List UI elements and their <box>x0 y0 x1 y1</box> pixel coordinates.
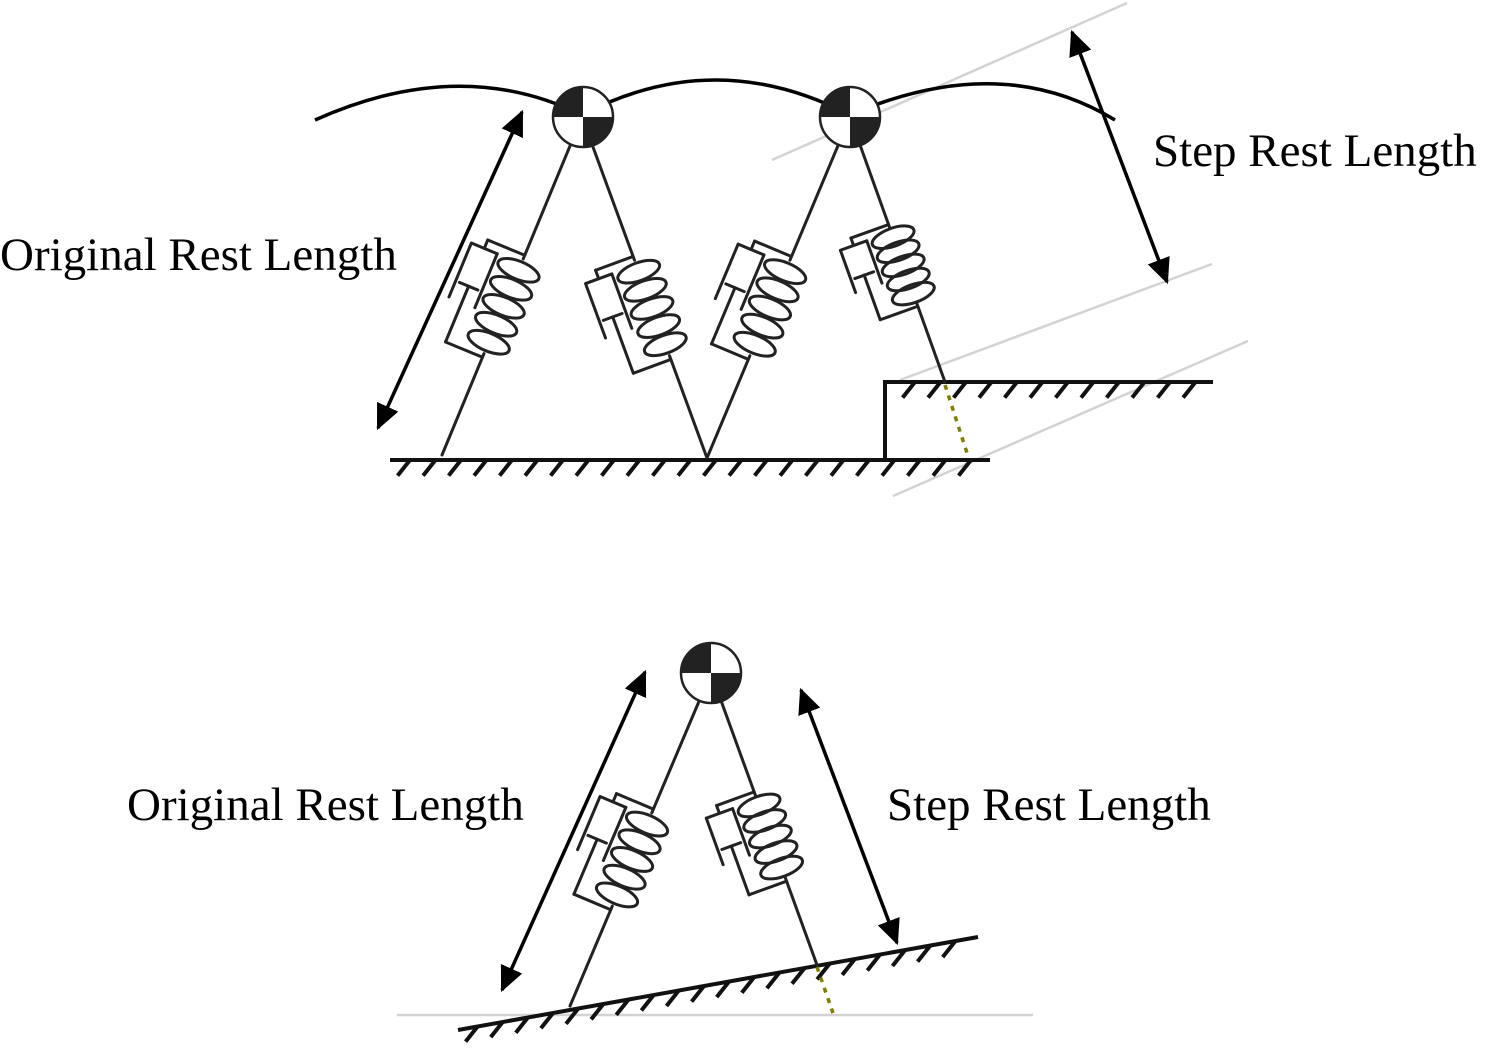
top-step-rest-length-label: Step Rest Length <box>1153 125 1477 177</box>
ground-hatch <box>855 458 871 477</box>
ground-hatch <box>880 458 897 477</box>
ground-hatch <box>447 458 463 477</box>
top-diagram: Original Rest Length Step Rest Length <box>0 1 1477 498</box>
ground-hatch <box>574 458 591 477</box>
spring-damper-leg <box>440 115 584 457</box>
ground-hatch <box>1028 380 1045 399</box>
ground-hatch <box>539 1011 555 1030</box>
ground-hatch <box>421 458 438 477</box>
ground-hatch <box>564 1006 581 1026</box>
ground-hatch <box>523 458 540 477</box>
ground-hatch <box>840 958 857 977</box>
center-of-mass-marker <box>551 85 615 149</box>
ground-hatch <box>906 458 922 477</box>
ground-slope <box>457 935 979 1043</box>
ground-hatch <box>498 458 514 477</box>
ground-hatch <box>690 984 706 1003</box>
ground-hatch <box>1105 380 1121 399</box>
ground-hatch <box>1181 380 1198 399</box>
ground-hatch <box>396 458 412 477</box>
ground-step <box>883 380 1213 460</box>
com-trajectory <box>314 78 1116 122</box>
top-legs <box>440 115 947 460</box>
spring-damper-leg <box>838 115 947 384</box>
ground-hatch <box>1130 380 1147 399</box>
ground-hatch <box>753 458 769 477</box>
original-rest-length-arrow <box>376 109 524 431</box>
ground-hatch <box>1079 380 1096 399</box>
ground-hatch <box>702 458 718 477</box>
ground-hatch <box>639 993 656 1012</box>
spring-damper-leg <box>704 671 819 967</box>
ground-hatch <box>464 1024 480 1043</box>
ground-flat <box>390 458 990 477</box>
step-rest-length-arrow <box>798 687 900 946</box>
spring-damper-leg <box>568 671 713 1008</box>
ground-hatch <box>740 975 756 994</box>
ground-hatch <box>890 949 907 968</box>
slope-projection-line <box>815 966 835 1014</box>
center-of-mass-marker <box>679 641 743 705</box>
ground-hatch <box>778 458 795 477</box>
ground-hatch <box>1003 380 1019 399</box>
bottom-legs <box>568 671 819 1008</box>
ground-hatch <box>790 966 806 986</box>
ground-hatch <box>1156 380 1172 399</box>
ground-hatch <box>1054 380 1070 399</box>
top-original-rest-length-label: Original Rest Length <box>0 229 397 281</box>
ground-hatch <box>901 380 917 399</box>
bottom-diagram: Original Rest Length Step Rest Length <box>127 641 1211 1043</box>
bottom-original-rest-length-label: Original Rest Length <box>127 779 524 831</box>
ground-hatch <box>926 380 943 399</box>
spring-damper-leg <box>705 115 852 460</box>
ground-hatch <box>664 989 681 1008</box>
center-of-mass-marker <box>818 85 882 149</box>
ground-hatch <box>549 458 565 477</box>
ground-hatch <box>651 458 667 477</box>
ground-hatch <box>916 944 932 963</box>
ground-hatch <box>957 458 973 477</box>
ground-hatch <box>941 940 957 959</box>
ground-hatch <box>600 458 616 477</box>
ground-hatch <box>977 380 994 399</box>
ground-hatch <box>489 1020 505 1039</box>
ground-hatch <box>829 458 846 477</box>
ground-hatch <box>472 458 489 477</box>
bottom-step-rest-length-label: Step Rest Length <box>887 779 1211 831</box>
ground-hatch <box>804 458 820 477</box>
ground-hatch <box>625 458 642 477</box>
step-rest-length-arrow <box>1069 29 1170 285</box>
ground-hatch <box>727 458 744 477</box>
ground-hatch <box>815 962 832 981</box>
ground-hatch <box>514 1015 530 1034</box>
ground-hatch <box>676 458 693 477</box>
spring-damper-leg <box>580 115 709 460</box>
ground-hatch <box>614 998 631 1017</box>
original-rest-length-arrow <box>500 669 647 993</box>
ground-hatch <box>865 953 882 972</box>
ground-hatch <box>952 380 968 399</box>
ground-hatch <box>715 980 731 999</box>
ground-hatch <box>765 971 781 990</box>
ground-hatch <box>931 458 948 477</box>
step-projection-line <box>943 384 970 457</box>
ground-hatch <box>589 1002 606 1021</box>
